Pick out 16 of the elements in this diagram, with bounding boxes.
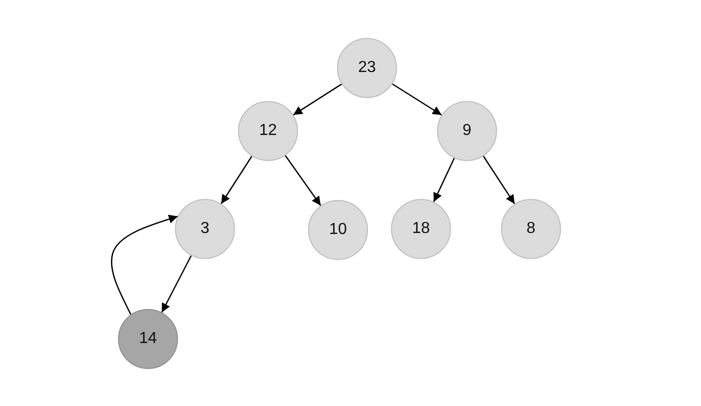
node-value: 23 <box>358 59 376 77</box>
node-value: 10 <box>329 221 347 239</box>
arrow <box>220 156 252 204</box>
arrow <box>392 83 442 116</box>
arrow <box>110 214 178 315</box>
node-value: 9 <box>462 122 472 140</box>
node-value: 12 <box>259 122 277 140</box>
node-value: 14 <box>139 330 157 348</box>
arrow <box>433 158 455 202</box>
node-value: 18 <box>412 220 430 238</box>
arrow <box>292 84 342 116</box>
arrow <box>284 155 322 206</box>
arrow <box>161 255 192 313</box>
arrow <box>482 156 516 204</box>
node-value: 8 <box>526 220 536 238</box>
node-value: 3 <box>200 220 210 238</box>
